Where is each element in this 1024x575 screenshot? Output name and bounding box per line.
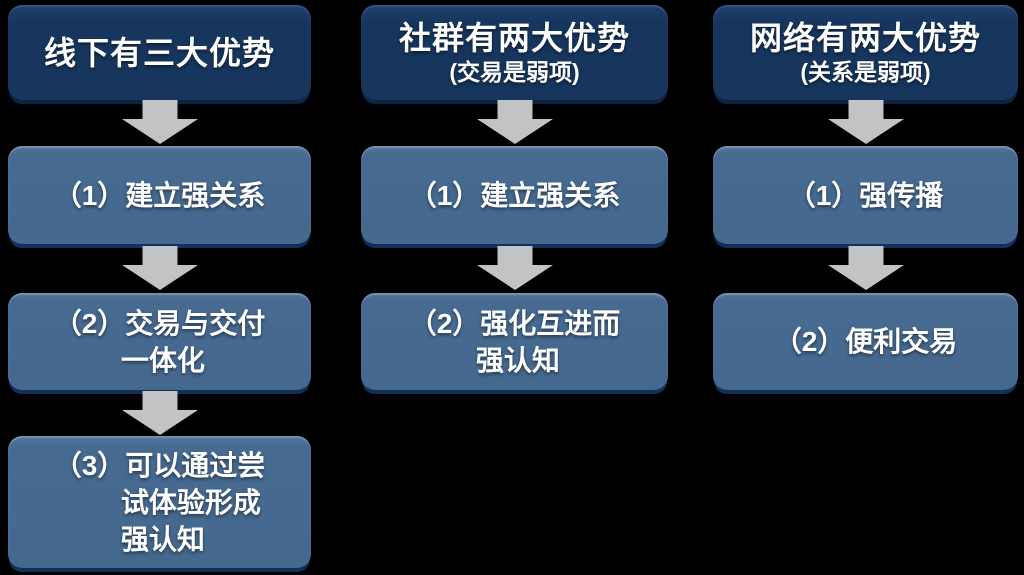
down-arrow-icon	[121, 246, 198, 290]
down-arrow-icon	[121, 391, 198, 435]
column-network: 网络有两大优势 (关系是弱项) （1）强传播 （2）便利交易	[713, 0, 1018, 575]
step-box: （1）建立强关系	[8, 146, 311, 244]
column-offline: 线下有三大优势 （1）建立强关系 （2）交易与交付 一体化 （3）可以通过尝 试…	[8, 0, 311, 575]
header-box-network: 网络有两大优势 (关系是弱项)	[713, 5, 1018, 100]
down-arrow-icon	[121, 100, 198, 144]
step-box: （1）强传播	[713, 146, 1018, 244]
step-text: （1）建立强关系	[53, 179, 266, 211]
step-box: （2）强化互进而 强认知	[361, 293, 668, 390]
step-text: （2）强化互进而 强认知	[408, 307, 621, 376]
step-text: （2）便利交易	[773, 326, 958, 357]
header-box-community: 社群有两大优势 (交易是弱项)	[361, 5, 668, 100]
down-arrow-icon	[476, 100, 553, 144]
header-title: 社群有两大优势	[398, 20, 630, 56]
header-subtitle: (交易是弱项)	[449, 59, 580, 85]
column-community: 社群有两大优势 (交易是弱项) （1）建立强关系 （2）强化互进而 强认知	[361, 0, 668, 575]
step-box: （1）建立强关系	[361, 146, 668, 244]
step-text: （1）建立强关系	[408, 179, 621, 211]
step-box: （2）便利交易	[713, 293, 1018, 390]
down-arrow-icon	[476, 246, 553, 290]
header-subtitle: (关系是弱项)	[800, 59, 931, 85]
step-box: （2）交易与交付 一体化	[8, 293, 311, 390]
step-text: （1）强传播	[787, 179, 944, 211]
step-text: （2）交易与交付 一体化	[53, 307, 266, 376]
header-box-offline: 线下有三大优势	[8, 5, 311, 100]
down-arrow-icon	[827, 246, 904, 290]
header-title: 网络有两大优势	[749, 20, 981, 56]
step-box: （3）可以通过尝 试体验形成 强认知	[8, 436, 311, 568]
header-title: 线下有三大优势	[43, 34, 275, 71]
down-arrow-icon	[827, 100, 904, 144]
step-text: （3）可以通过尝 试体验形成 强认知	[53, 449, 266, 555]
